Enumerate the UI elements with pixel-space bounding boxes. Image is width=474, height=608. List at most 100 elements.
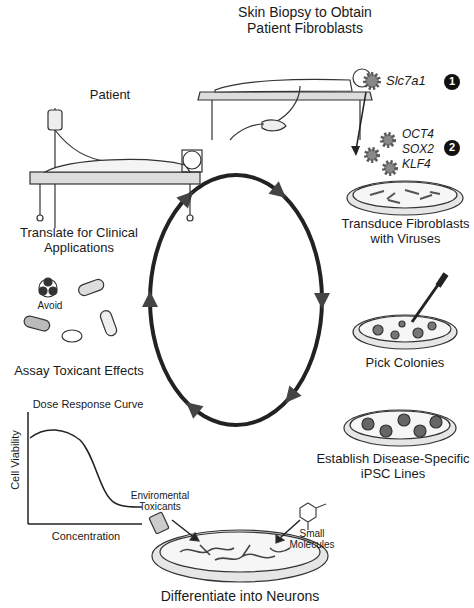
gene-label: Slc7a1 bbox=[386, 74, 446, 88]
bed-leg bbox=[189, 184, 190, 215]
biohazard-lobe bbox=[49, 287, 57, 295]
cycle-ring bbox=[142, 175, 330, 425]
stage-label: Translate for Clinical Applications bbox=[8, 226, 150, 256]
stage-label: Assay Toxicant Effects bbox=[4, 364, 154, 379]
stage-caption: Assay Toxicant Effects bbox=[4, 364, 154, 379]
petri-dish-inner bbox=[160, 532, 320, 572]
ring-arrowhead bbox=[268, 181, 291, 204]
toxicant-bottle bbox=[149, 512, 169, 534]
patient-body bbox=[215, 79, 352, 92]
y-axis bbox=[27, 412, 29, 524]
ipsc-colony bbox=[414, 425, 426, 437]
ipsc-colony bbox=[430, 416, 442, 428]
stage-caption: Translate for Clinical Applications bbox=[8, 226, 150, 256]
stage-caption: Pick Colonies bbox=[350, 356, 460, 371]
biohazard-lobe bbox=[44, 278, 52, 286]
toxicant-arrowhead bbox=[190, 533, 199, 541]
stage-caption: Skin Biopsy to Obtain Patient Fibroblast… bbox=[220, 4, 390, 36]
biohazard-lobe bbox=[39, 287, 47, 295]
input-label: Enviromental Toxicants bbox=[120, 490, 200, 512]
fibroblast-cells bbox=[370, 190, 440, 203]
biohazard-symbol bbox=[39, 279, 57, 297]
capsule-pill bbox=[77, 278, 105, 297]
stage-label: Pick Colonies bbox=[350, 356, 460, 371]
ipsc-dish bbox=[344, 410, 456, 446]
petri-dish bbox=[353, 315, 457, 349]
biopsy-illustration bbox=[198, 69, 372, 140]
petri-dish-inner bbox=[353, 182, 457, 208]
virus-particle bbox=[382, 134, 394, 146]
note-label: Avoid bbox=[30, 300, 70, 311]
doctor-hand bbox=[262, 120, 286, 131]
ipsc-colony bbox=[380, 425, 392, 437]
iv-bag bbox=[48, 110, 62, 130]
toxicant-arrow bbox=[172, 520, 195, 538]
ring-arrowhead bbox=[279, 385, 302, 408]
petri-dish-inner bbox=[350, 411, 450, 439]
iv-line bbox=[55, 130, 110, 162]
exam-table bbox=[198, 92, 372, 100]
clinical-icons bbox=[23, 278, 118, 342]
colony bbox=[373, 325, 383, 335]
dose-response-plot bbox=[28, 412, 142, 524]
doctor-arm bbox=[230, 124, 264, 140]
callout-circle bbox=[444, 140, 460, 156]
molecule-arrowhead bbox=[276, 535, 284, 543]
dose-response-curve bbox=[30, 430, 142, 507]
gene-label: SOX2 bbox=[402, 143, 446, 156]
x-axis bbox=[28, 523, 142, 525]
callout-number: 2 bbox=[444, 141, 460, 153]
capsule-pill bbox=[99, 309, 118, 337]
virus-icons bbox=[351, 74, 460, 174]
colony bbox=[399, 321, 405, 327]
pipette bbox=[412, 282, 440, 322]
stage-label: Patient bbox=[78, 88, 142, 103]
stage-label: Transduce Fibroblasts with Viruses bbox=[337, 217, 474, 247]
bed-wheel bbox=[37, 215, 43, 221]
stage-caption: Patient bbox=[78, 88, 142, 103]
plot-title: Dose Response Curve bbox=[18, 398, 158, 410]
virus-particle bbox=[365, 74, 379, 88]
bed-headboard bbox=[182, 150, 202, 172]
neuron-cells bbox=[180, 545, 290, 560]
stage-label: Establish Disease-Specific iPSC Lines bbox=[312, 452, 474, 482]
petri-dish-inner bbox=[359, 316, 451, 342]
stage-caption: Differentiate into Neurons bbox=[110, 588, 370, 604]
callout-circle bbox=[444, 74, 460, 90]
blanket bbox=[45, 160, 190, 172]
bed-frame bbox=[30, 172, 200, 184]
gene-label: KLF4 bbox=[402, 158, 446, 171]
pipette-bulb bbox=[438, 274, 446, 286]
ipsc-colony bbox=[362, 418, 374, 430]
colony bbox=[428, 322, 436, 330]
axis-label: Cell Viability bbox=[9, 415, 21, 505]
petri-dish bbox=[344, 410, 456, 446]
molecule-arrow bbox=[280, 520, 300, 538]
petri-dish bbox=[347, 181, 463, 215]
callout-number: 1 bbox=[444, 75, 460, 87]
gene-label: OCT4 bbox=[402, 128, 446, 141]
stage-caption: Establish Disease-Specific iPSC Lines bbox=[312, 452, 474, 482]
stage-label: Differentiate into Neurons bbox=[110, 588, 370, 604]
ring-arrowhead bbox=[142, 291, 158, 307]
patient-bed-illustration bbox=[30, 108, 202, 228]
virus-arrow bbox=[356, 92, 366, 150]
ring-arrowhead bbox=[176, 186, 199, 209]
colony bbox=[413, 328, 423, 338]
molecule-structure bbox=[300, 503, 326, 530]
input-label: Small Molecules bbox=[282, 528, 342, 550]
axis-label: Concentration bbox=[30, 530, 142, 542]
tablet-pill bbox=[62, 330, 82, 342]
colony-dish bbox=[353, 274, 457, 349]
virus-particle bbox=[366, 149, 378, 161]
ring-ellipse bbox=[150, 175, 322, 425]
table-leg bbox=[211, 100, 212, 140]
patient-head bbox=[183, 151, 201, 169]
bed-wheel bbox=[187, 215, 193, 221]
virus-particle bbox=[384, 162, 396, 174]
ring-arrowhead bbox=[314, 293, 330, 309]
ipsc-colony bbox=[398, 414, 410, 426]
stage-label: Skin Biopsy to Obtain Patient Fibroblast… bbox=[220, 4, 390, 36]
